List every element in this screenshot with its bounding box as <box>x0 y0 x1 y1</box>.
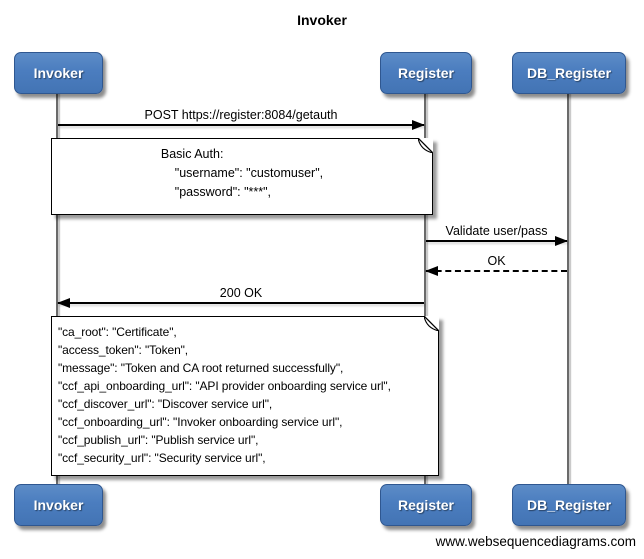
note-fold-icon <box>418 138 433 153</box>
note-line: "username": "customuser", <box>160 166 324 180</box>
note-line: "ccf_discover_url": "Discover service ur… <box>58 397 273 411</box>
note-auth-response: "ca_root": "Certificate", "access_token"… <box>51 316 439 476</box>
note-line: "ccf_api_onboarding_url": "API provider … <box>58 379 391 393</box>
actor-db-register-bottom: DB_Register <box>512 484 626 526</box>
actor-label: DB_Register <box>526 497 612 513</box>
note-fold-icon <box>424 316 439 331</box>
note-line: "message": "Token and CA root returned s… <box>58 361 344 375</box>
actor-register-top: Register <box>380 52 472 94</box>
actor-label: DB_Register <box>526 65 612 81</box>
note-line: "ccf_security_url": "Security service ur… <box>58 451 266 465</box>
note-line: "ccf_publish_url": "Publish service url"… <box>58 433 259 447</box>
actor-register-bottom: Register <box>380 484 472 526</box>
actor-invoker-top: Invoker <box>14 52 103 94</box>
actor-label: Register <box>397 497 455 513</box>
watermark: www.websequencediagrams.com <box>435 534 636 549</box>
note-line: "access_token": "Token", <box>58 343 189 357</box>
note-line: "ca_root": "Certificate", <box>58 325 177 339</box>
actor-label: Register <box>397 65 455 81</box>
message-label: OK <box>487 254 506 268</box>
arrow-right-icon <box>58 120 425 130</box>
diagram-title: Invoker <box>297 12 347 28</box>
message-validate-user-pass: Validate user/pass <box>426 224 568 246</box>
actor-invoker-bottom: Invoker <box>14 484 103 526</box>
message-ok-return: OK <box>425 254 567 276</box>
arrow-right-icon <box>426 236 568 246</box>
note-basic-auth: Basic Auth: "username": "customuser", "p… <box>51 138 433 215</box>
note-line: "ccf_onboarding_url": "Invoker onboardin… <box>58 415 343 429</box>
message-label: 200 OK <box>219 286 263 300</box>
actor-label: Invoker <box>33 497 84 513</box>
message-label: POST https://register:8084/getauth <box>144 108 338 122</box>
message-label: Validate user/pass <box>445 224 548 238</box>
note-line: "password": "***", <box>160 185 272 199</box>
message-post-getauth: POST https://register:8084/getauth <box>58 108 425 130</box>
message-200-ok: 200 OK <box>57 286 424 308</box>
note-line: Basic Auth: <box>160 147 224 161</box>
lifeline-db-register <box>567 92 569 484</box>
actor-db-register-top: DB_Register <box>512 52 626 94</box>
lifeline-invoker <box>56 92 58 484</box>
arrow-left-icon <box>425 266 567 276</box>
lifeline-register <box>424 92 426 484</box>
arrow-left-icon <box>57 298 424 308</box>
actor-label: Invoker <box>33 65 84 81</box>
